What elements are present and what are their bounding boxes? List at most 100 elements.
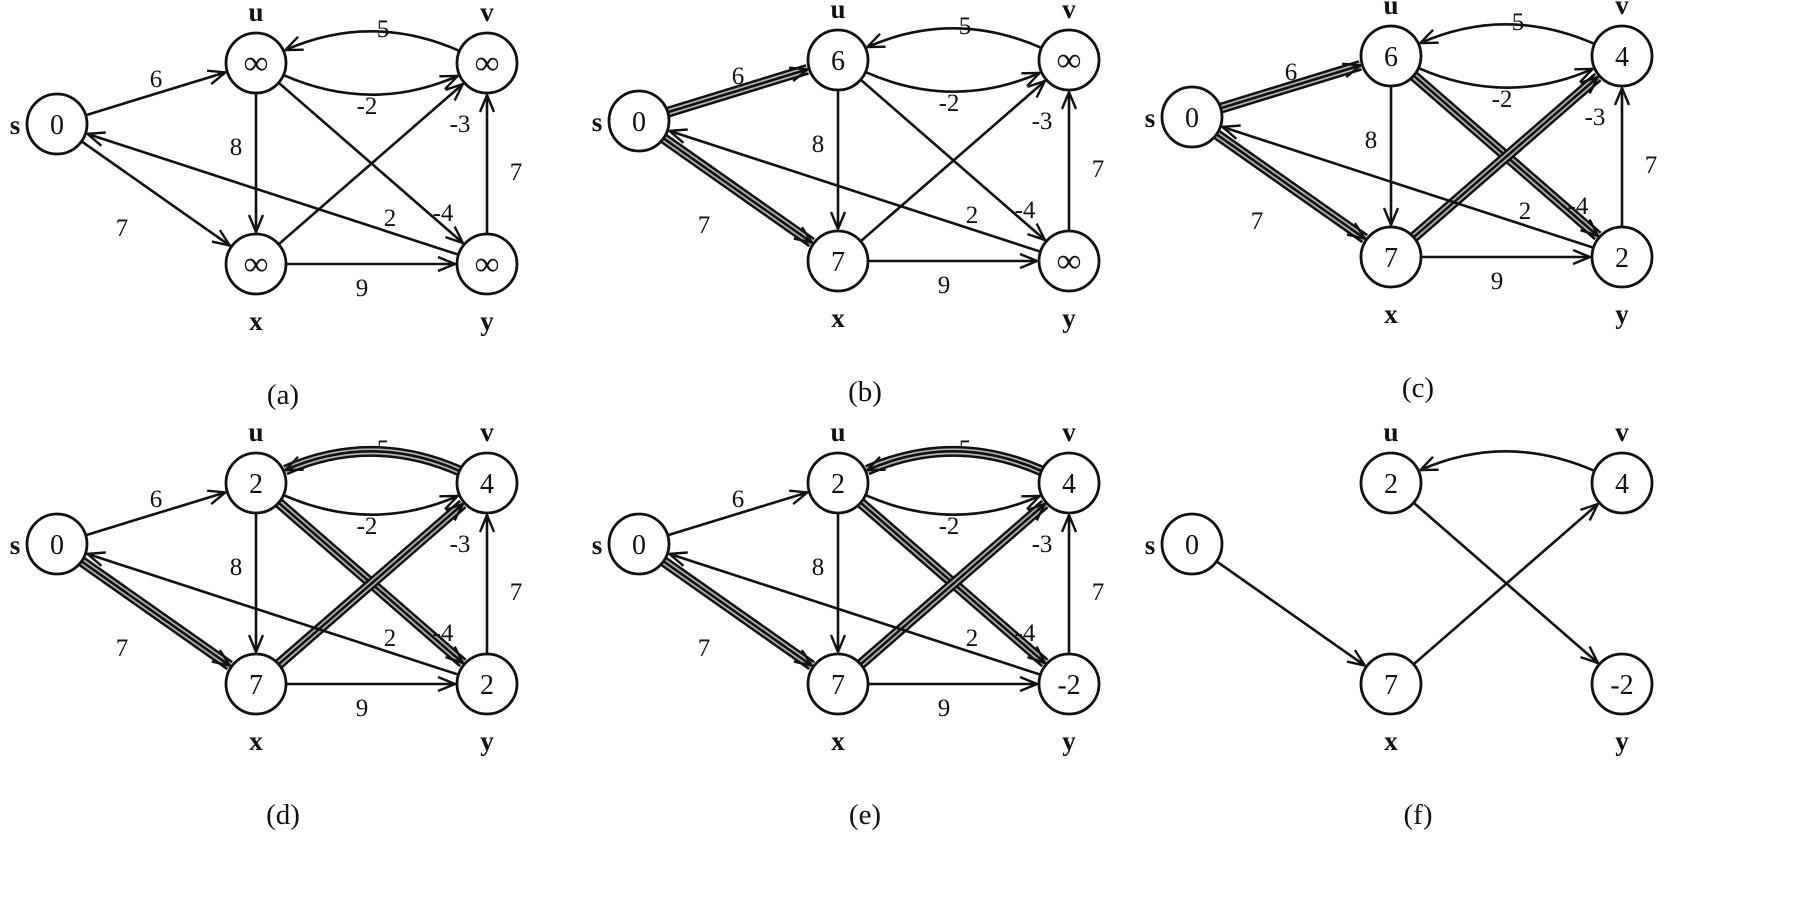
node-circle [224, 652, 288, 716]
edge-weight-label: 7 [116, 215, 129, 242]
edge-s-x [1215, 560, 1365, 665]
edge-arrow [669, 131, 1041, 253]
edge-weight-label: 6 [732, 63, 745, 90]
edge-weight-label: 6 [150, 66, 163, 93]
edge-arrow [667, 69, 808, 114]
node-circle [1037, 652, 1101, 716]
node-distance-value: 6 [1384, 42, 1398, 73]
edge-arrow [1412, 504, 1598, 666]
edge-arrow [80, 560, 230, 665]
edge-weight-label: -4 [1015, 197, 1036, 224]
node-u: 6u [806, 0, 870, 92]
edge-weight-label: 2 [384, 205, 397, 232]
node-name-label: x [1384, 726, 1398, 756]
edge-arrow [277, 84, 463, 246]
node-distance-value: 4 [480, 469, 494, 500]
edge-x-v: -3 [277, 84, 470, 246]
edge-weight-label: 9 [356, 275, 369, 302]
node-circle [224, 451, 288, 515]
node-name-label: u [830, 0, 845, 24]
node-distance-value: 0 [50, 110, 64, 141]
node-u: 2u [224, 417, 288, 515]
edge-weight-label: 7 [1092, 579, 1105, 606]
node-name-label: v [1615, 0, 1629, 20]
edge-arrow [1215, 560, 1365, 665]
edge-arrow [1222, 127, 1594, 249]
node-name-label: s [592, 107, 603, 137]
edge-weight-label: 7 [698, 212, 711, 239]
edge-v-u: -2 [867, 27, 1043, 117]
node-x: 7x [806, 229, 870, 333]
node-name-label: y [1615, 299, 1629, 329]
node-circle [607, 89, 671, 153]
node-name-label: u [830, 417, 845, 447]
node-distance-value: 6 [831, 46, 845, 77]
edge-weight-label: 5 [959, 13, 972, 40]
node-name-label: s [592, 530, 603, 560]
node-name-label: v [1615, 417, 1629, 447]
edge-u-x: 8 [230, 93, 256, 232]
edge-weight-label: 9 [1491, 268, 1504, 295]
node-v: 4v [1037, 417, 1101, 515]
node-distance-value: 7 [831, 247, 845, 278]
node-circle [1359, 225, 1423, 289]
edge-arrow [285, 30, 461, 53]
node-distance-value: ∞ [244, 246, 268, 283]
node-circle [1160, 512, 1224, 576]
node-distance-value: 4 [1615, 42, 1629, 73]
node-name-label: y [1615, 726, 1629, 756]
node-v: ∞v [1037, 0, 1101, 92]
edge-u-x: 8 [230, 513, 256, 652]
node-x: 7x [1359, 652, 1423, 756]
node-u: ∞u [224, 0, 288, 95]
node-s: 0s [1145, 512, 1224, 576]
node-distance-value: 4 [1062, 469, 1076, 500]
edge-arrow [87, 134, 459, 256]
node-distance-value: ∞ [1057, 243, 1081, 280]
node-circle [1160, 85, 1224, 149]
edge-weight-label: -2 [357, 93, 378, 120]
edge-arrow [662, 137, 812, 242]
edge-weight-label: -2 [939, 513, 960, 540]
node-y: 2y [1590, 225, 1654, 329]
edge-v-u: -2 [285, 445, 462, 540]
edge-arrow [1220, 65, 1361, 110]
node-name-label: x [249, 306, 263, 336]
edge-arrow [864, 70, 1040, 93]
edge-weight-label: 8 [1365, 127, 1378, 154]
edge-arrow [667, 492, 808, 537]
edge-weight-label: -3 [1032, 108, 1053, 135]
edge-arrow [1420, 450, 1596, 473]
node-circle [224, 31, 288, 95]
edge-y-s: 2 [669, 131, 1041, 253]
node-circle [806, 229, 870, 293]
node-name-label: s [10, 530, 21, 560]
node-circle [25, 92, 89, 156]
edge-weight-label: -2 [357, 513, 378, 540]
node-circle [455, 31, 519, 95]
edge-v-u: -2 [867, 445, 1044, 540]
edge-arrow [669, 554, 1041, 676]
edge-weight-label: 7 [510, 579, 523, 606]
node-distance-value: 0 [632, 530, 646, 561]
edge-s-x: 7 [80, 140, 230, 245]
edge-x-y: 9 [286, 264, 455, 302]
node-name-label: v [480, 417, 494, 447]
node-circle [806, 28, 870, 92]
edge-s-x: 7 [660, 133, 815, 248]
node-distance-value: 2 [831, 469, 845, 500]
edge-y-v: 7 [487, 515, 522, 654]
edge-arrow [285, 450, 461, 473]
node-name-label: u [248, 417, 263, 447]
edge-s-u: 6 [85, 486, 226, 537]
edge-x-v: -3 [1409, 72, 1605, 242]
node-name-label: s [10, 110, 21, 140]
edge-arrow [859, 504, 1045, 666]
edge-x-v [1412, 504, 1598, 666]
edge-arrow [282, 73, 458, 96]
node-s: 0s [1145, 85, 1224, 149]
